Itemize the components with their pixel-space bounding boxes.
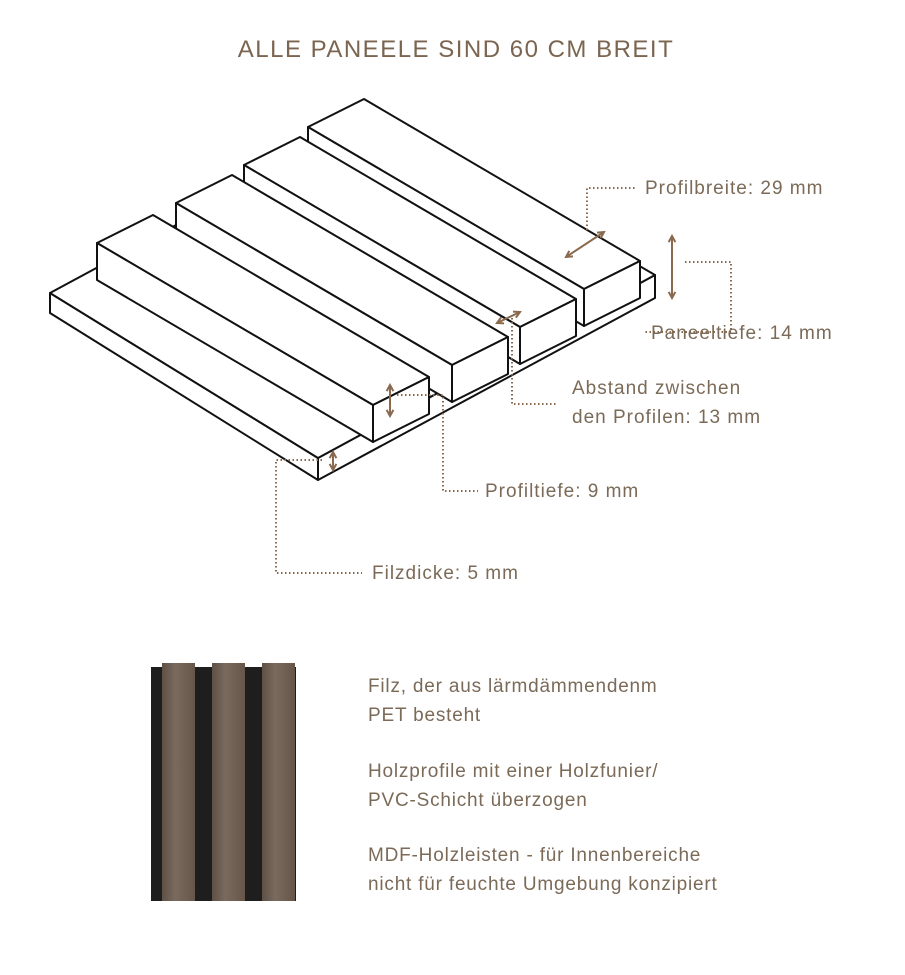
gap-leader [511, 318, 558, 405]
profile-width-arrow-head [596, 230, 606, 239]
profile-width-arrow-head [564, 250, 574, 259]
label-profile-width: Profilbreite: 29 mm [645, 178, 824, 199]
page-title: ALLE PANEELE SIND 60 CM BREIT [237, 36, 675, 63]
profile-width-leader [586, 187, 636, 230]
wood-slat [212, 663, 245, 901]
material-desc-felt: Filz, der aus lärmdämmendenm PET besteht [368, 672, 658, 730]
wood-slat [262, 663, 295, 901]
profile-depth-arrow-head [385, 382, 395, 392]
desc-line: Holzprofile mit einer Holzfunier/ [368, 761, 659, 782]
slat-3-end [519, 298, 577, 365]
slat-2-end [451, 336, 509, 403]
profile-width-arrow [565, 231, 605, 258]
material-desc-mdf: MDF-Holzleisten - für Innenbereiche nich… [368, 841, 718, 899]
slat-4-end [583, 260, 641, 327]
panel-isometric-diagram [49, 98, 732, 574]
material-desc-wood: Holzprofile mit einer Holzfunier/ PVC-Sc… [368, 757, 658, 815]
panel-depth-arrow-head [667, 291, 677, 301]
gap-arrow-head [495, 316, 505, 325]
felt-thickness-arrow-head [328, 449, 338, 459]
panel-material-swatch [151, 663, 296, 901]
wood-slat [162, 663, 195, 901]
label-panel-depth: Paneeltiefe: 14 mm [651, 323, 833, 344]
label-gap-line2: den Profilen: 13 mm [572, 407, 762, 428]
panel-depth-arrow-head [667, 233, 677, 243]
slat-1-end [372, 376, 430, 443]
felt-thickness-arrow-head [328, 463, 338, 473]
profile-depth-arrow-head [385, 409, 395, 419]
label-profile-depth: Profiltiefe: 9 mm [485, 481, 640, 502]
desc-line: nicht für feuchte Umgebung konzipiert [368, 874, 718, 895]
desc-line: PVC-Schicht überzogen [368, 790, 588, 811]
gap-arrow-head [512, 310, 522, 319]
desc-line: Filz, der aus lärmdämmendenm [368, 676, 658, 697]
label-gap-line1: Abstand zwischen [572, 378, 742, 399]
gap-arrow [496, 311, 521, 324]
desc-line: MDF-Holzleisten - für Innenbereiche [368, 845, 702, 866]
panel-depth-leader [645, 261, 732, 333]
desc-line: PET besteht [368, 705, 482, 726]
label-felt-thickness: Filzdicke: 5 mm [372, 563, 519, 584]
